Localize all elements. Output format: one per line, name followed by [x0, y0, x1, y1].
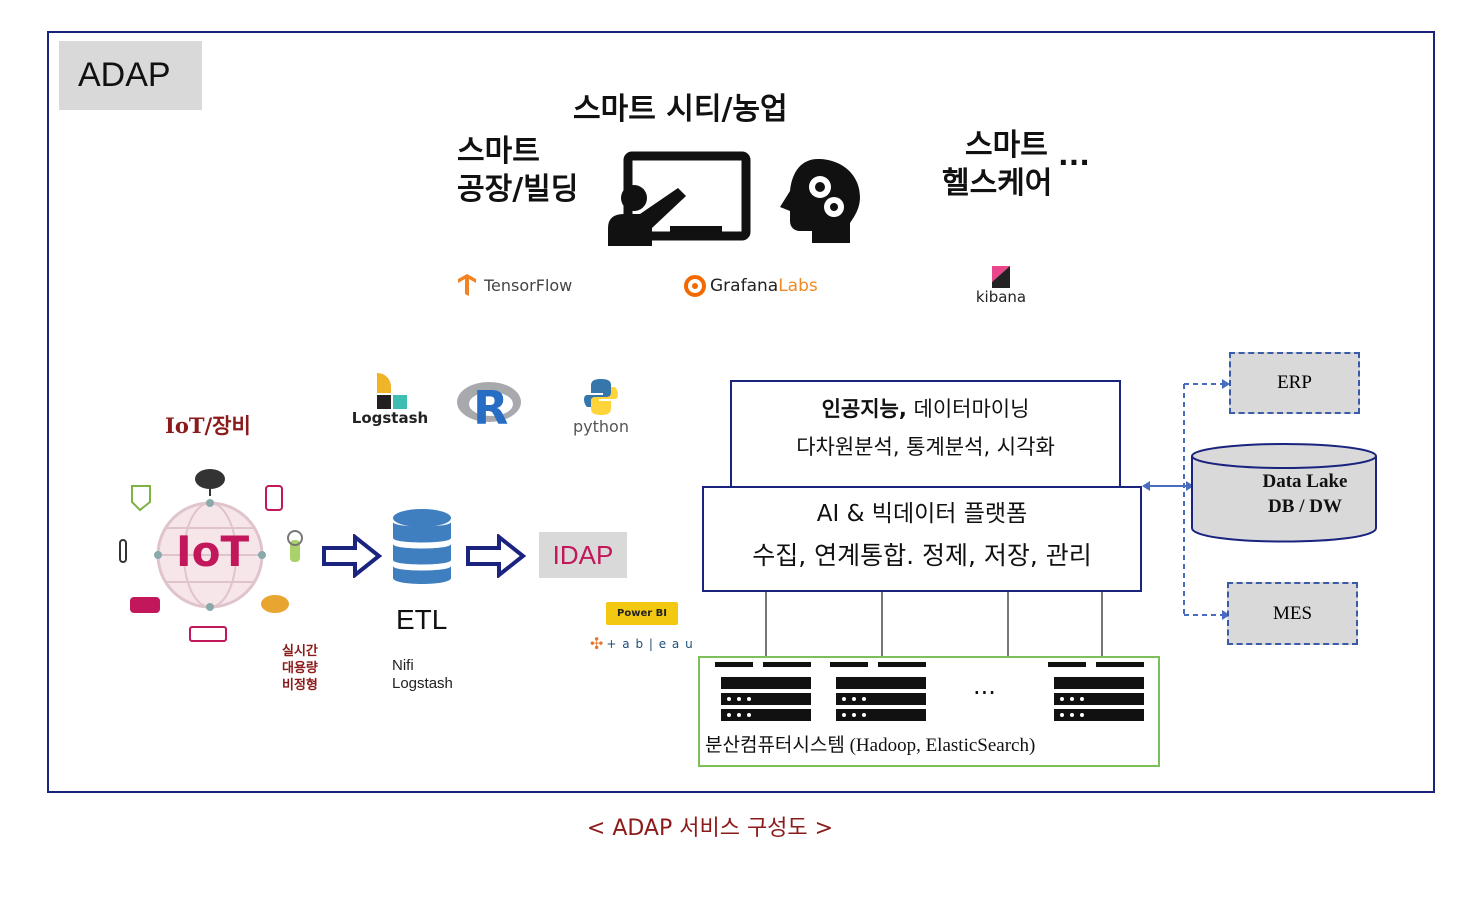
- logstash-logo: Logstash: [350, 373, 430, 427]
- idap-label: IDAP: [539, 532, 627, 578]
- grafana-icon: [684, 275, 706, 297]
- python-label: python: [573, 417, 629, 436]
- smart-factory-label-1: 스마트: [457, 134, 540, 169]
- etl-tool-logstash: Logstash: [392, 675, 453, 692]
- platform-line-1: AI & 빅데이터 플랫폼: [816, 501, 1028, 527]
- r-ring-icon: [457, 382, 521, 422]
- datalake-line-2: DB / DW: [1268, 496, 1342, 517]
- integration-connectors: [1142, 379, 1230, 620]
- iot-globe-graphic: [119, 469, 303, 642]
- etl-tool-nifi: Nifi: [392, 657, 414, 674]
- cluster-label-kr: 분산컴퓨터시스템: [705, 734, 845, 756]
- cluster-connectors: [765, 592, 1103, 658]
- platform-line-2: 수집, 연계통합. 정제, 저장, 관리: [752, 541, 1092, 570]
- flow-arrow-etl-idap: [466, 534, 527, 578]
- logstash-icon: [377, 373, 407, 409]
- smart-city-label: 스마트 시티/농업: [573, 92, 788, 127]
- server-icon: [830, 662, 926, 721]
- r-letter: R: [473, 381, 509, 435]
- server-icon: [1048, 662, 1144, 721]
- diagram-frame: [47, 31, 1435, 793]
- grafana-labs-label: Labs: [778, 276, 818, 296]
- ai-analysis-box: 인공지능, 데이터마이닝 다차원분석, 통계분석, 시각화: [730, 380, 1121, 488]
- grafana-logo: Grafana Labs: [684, 275, 818, 297]
- datalake-line-1: Data Lake: [1262, 471, 1348, 492]
- tensorflow-label: TensorFlow: [484, 275, 573, 295]
- tableau-logo: ✣ + a b | e a u: [590, 634, 694, 653]
- iot-device-title: IoT/장비: [165, 413, 251, 438]
- kibana-logo: kibana: [968, 266, 1034, 306]
- ai-analysis-line-1: 인공지능, 데이터마이닝: [732, 394, 1119, 424]
- python-icon: [584, 379, 618, 415]
- flow-arrow-iot-etl: [322, 534, 383, 578]
- etl-label: ETL: [396, 604, 448, 635]
- kibana-label: kibana: [975, 288, 1027, 306]
- tensorflow-logo: TensorFlow: [456, 274, 572, 296]
- database-icon: [393, 509, 451, 584]
- logstash-label: Logstash: [351, 409, 429, 427]
- platform-box: AI & 빅데이터 플랫폼 수집, 연계통합. 정제, 저장, 관리: [702, 486, 1142, 592]
- tensorflow-icon: [458, 274, 476, 296]
- ai-head-gears-icon: [780, 159, 860, 243]
- r-logo: R: [455, 378, 527, 434]
- kibana-icon: [992, 266, 1010, 288]
- iot-note-2: 대용량: [282, 661, 318, 676]
- grafana-label: Grafana: [710, 276, 779, 296]
- smart-health-label-2: 헬스케어: [942, 166, 1053, 201]
- cluster-ellipsis: ...: [973, 672, 996, 700]
- tableau-cross-icon: ✣: [590, 634, 604, 653]
- iot-note-1: 실시간: [282, 644, 318, 659]
- adap-title: ADAP: [59, 41, 202, 110]
- server-icon: [715, 662, 811, 721]
- presentation-icon: [608, 151, 751, 246]
- iot-note-3: 비정형: [282, 678, 318, 693]
- python-logo: python: [566, 377, 636, 436]
- ai-analysis-rest: 데이터마이닝: [906, 397, 1030, 421]
- cluster-label: 분산컴퓨터시스템 (Hadoop, ElasticSearch): [705, 730, 1035, 757]
- iot-center-label: IoT: [176, 527, 250, 576]
- mes-box: MES: [1227, 582, 1358, 645]
- datalake-cylinder: [1191, 443, 1377, 543]
- erp-box: ERP: [1229, 352, 1360, 414]
- cluster-label-en: (Hadoop, ElasticSearch): [844, 735, 1036, 756]
- smart-health-label-1: 스마트: [965, 128, 1048, 163]
- ai-analysis-line-2: 다차원분석, 통계분석, 시각화: [796, 435, 1055, 459]
- powerbi-label: Power BI: [617, 608, 667, 619]
- powerbi-logo: Power BI: [606, 602, 678, 625]
- diagram-caption: < ADAP 서비스 구성도 >: [586, 816, 834, 841]
- tableau-label: + a b | e a u: [606, 636, 694, 651]
- smart-ellipsis: ...: [1058, 139, 1090, 172]
- ai-analysis-bold: 인공지능,: [821, 397, 907, 421]
- smart-factory-label-2: 공장/빌딩: [457, 172, 579, 207]
